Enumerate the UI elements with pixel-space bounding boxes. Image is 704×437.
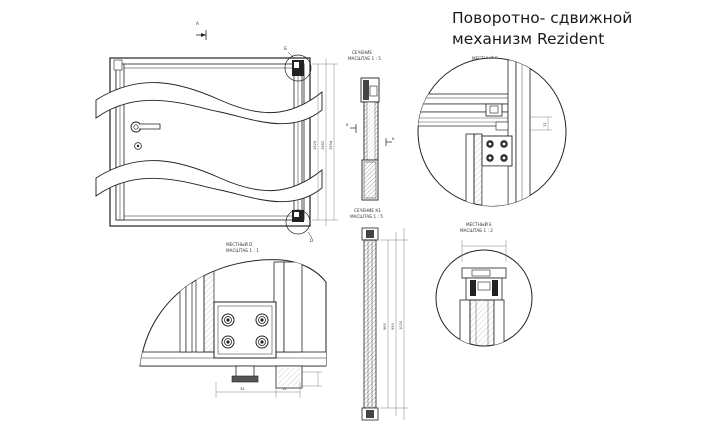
section-2-dimensions	[380, 228, 408, 420]
title-line-1: Поворотно- сдвижной	[452, 9, 633, 27]
break-band-upper	[95, 82, 323, 125]
bolt-icon	[221, 335, 235, 349]
local-d-label-line1: МЕСТНЫЙ D	[226, 242, 252, 247]
detail-view-e: МЕСТНЫЙ Е МАСШТАБ 1 : 2	[435, 222, 533, 347]
detail-circle-b	[284, 54, 312, 82]
bolt-icon	[500, 140, 508, 148]
section-1-mark-right: B	[392, 137, 395, 141]
bolt-icon	[486, 140, 494, 148]
bolt-icon	[221, 313, 235, 327]
local-e-label-line2: МАСШТАБ 1 : 2	[460, 228, 493, 233]
detail-circle-b-label: Б	[284, 46, 287, 51]
door-frame-outer	[109, 57, 311, 227]
section-view-2: СЕЧЕНИЕ К1 МАСШТАБ 1 : 5 960 990 1020	[350, 208, 408, 421]
svg-text:960: 960	[383, 322, 387, 330]
detail-view-b: МЕСТНЫЙ Б МАСШТАБ 1 : 1	[417, 56, 567, 207]
svg-text:1962: 1962	[321, 141, 325, 150]
svg-text:14: 14	[282, 387, 287, 391]
svg-text:1925: 1925	[313, 141, 317, 150]
bolt-icon	[255, 335, 269, 349]
front-view: A Б D 1925 1962 1994	[95, 21, 338, 243]
detail-circle-d	[285, 209, 311, 235]
front-view-dimensions	[312, 58, 338, 226]
bolt-icon	[486, 154, 494, 162]
drawing-title: Поворотно- сдвижной механизм Rezident	[452, 8, 702, 50]
section-2-label-line1: СЕЧЕНИЕ К1	[354, 208, 381, 213]
section-view-1: СЕЧЕНИЕ МАСШТАБ 1 : 5 B B	[346, 50, 395, 201]
svg-text:34: 34	[240, 387, 245, 391]
break-band-lower	[95, 160, 323, 203]
section-1-label-line1: СЕЧЕНИЕ	[352, 50, 372, 55]
bolt-icon	[255, 313, 269, 327]
svg-text:990: 990	[391, 322, 395, 330]
svg-text:1020: 1020	[399, 320, 403, 330]
detail-circle-d-label: D	[310, 238, 313, 243]
local-e-label-line1: МЕСТНЫЙ Е	[466, 222, 492, 227]
title-line-2: механизм Rezident	[452, 30, 605, 48]
section-1-mark-left: B	[346, 123, 349, 127]
section-2-label-line2: МАСШТАБ 1 : 5	[350, 214, 383, 219]
svg-text:12: 12	[543, 122, 547, 127]
lock-cylinder-icon	[134, 142, 142, 150]
door-handle-icon	[130, 121, 161, 133]
svg-text:1994: 1994	[329, 140, 333, 150]
detail-view-d: МЕСТНЫЙ D МАСШТАБ 1 : 1	[139, 242, 327, 398]
local-d-label-line2: МАСШТАБ 1 : 1	[226, 248, 259, 253]
section-mark-a-top: A	[196, 21, 199, 26]
bolt-icon	[500, 154, 508, 162]
detail-d-dimensions	[215, 371, 322, 398]
section-1-label-line2: МАСШТАБ 1 : 5	[348, 56, 381, 61]
